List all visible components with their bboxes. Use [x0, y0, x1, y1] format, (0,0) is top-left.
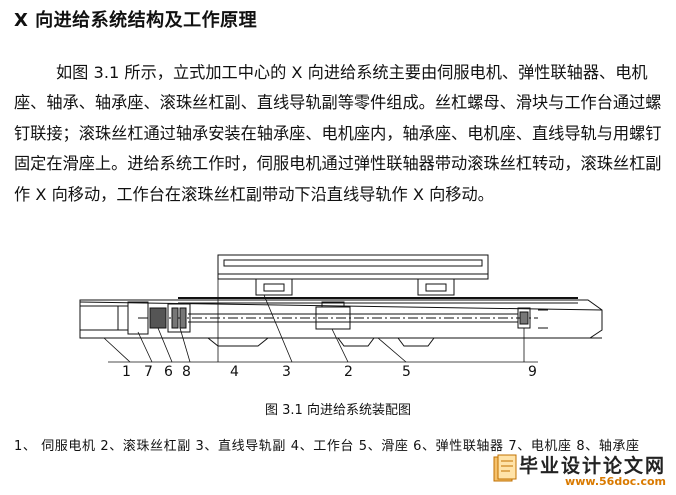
callout-7: 7 — [144, 364, 153, 378]
ball-screw-shape — [138, 313, 538, 323]
callout-labels: 1 7 6 8 4 3 2 5 9 — [122, 364, 537, 378]
servo-motor-shape — [79, 305, 129, 331]
callout-6: 6 — [164, 364, 173, 378]
assembly-drawing: 1 7 6 8 4 3 2 5 9 — [79, 254, 603, 378]
callout-5: 5 — [402, 364, 411, 378]
figure-caption: 图 3.1 向进给系统装配图 — [265, 403, 411, 418]
guide-blocks — [255, 278, 455, 296]
screw-nut-shape — [315, 301, 351, 330]
section-heading: X 向进给系统结构及工作原理 — [14, 10, 258, 31]
motor-seat-shape — [127, 301, 191, 335]
watermark-title: 毕业设计论文网 — [518, 455, 666, 477]
saddle-shape — [79, 299, 603, 339]
callout-4: 4 — [230, 364, 239, 378]
watermark-logo-icon — [493, 454, 517, 482]
worktable-shape — [217, 254, 489, 280]
callout-3: 3 — [282, 364, 291, 378]
callout-8: 8 — [182, 364, 191, 378]
callout-2: 2 — [344, 364, 353, 378]
callout-9: 9 — [528, 364, 537, 378]
watermark-url: www.56doc.com — [565, 475, 666, 488]
right-bearing-seat-shape — [517, 307, 531, 329]
parts-legend: 1、 伺服电机 2、滚珠丝杠副 3、直线导轨副 4、工作台 5、滑座 6、弹性联… — [14, 439, 640, 454]
site-watermark: 毕业设计论文网 www.56doc.com — [492, 451, 670, 491]
body-paragraph: 如图 3.1 所示，立式加工中心的 X 向进给系统主要由伺服电机、弹性联轴器、电… — [14, 63, 662, 204]
callout-leaders — [103, 279, 538, 363]
callout-1: 1 — [122, 364, 131, 378]
